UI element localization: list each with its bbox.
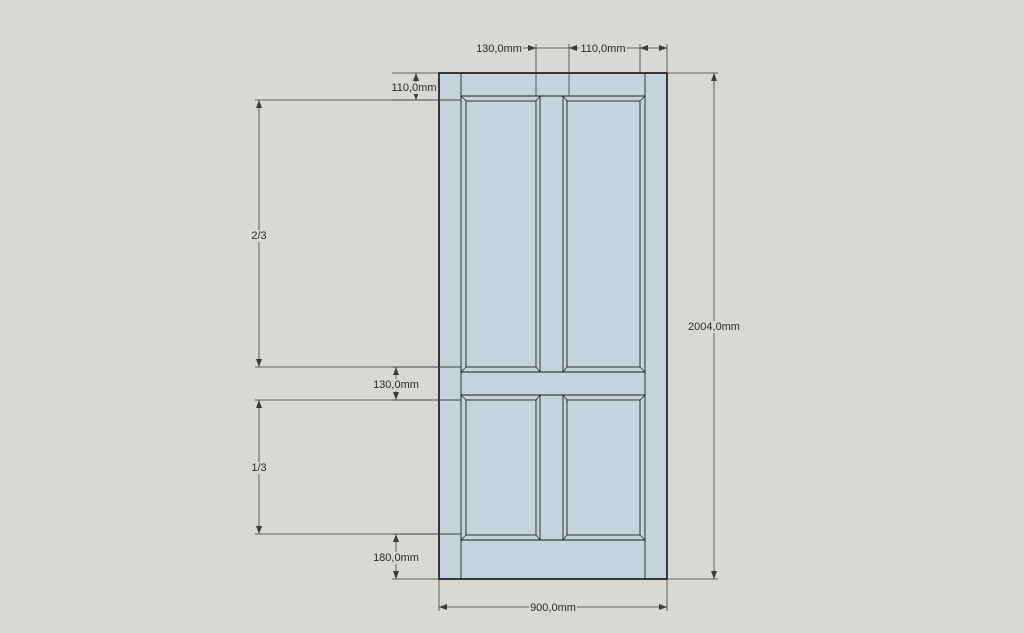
dim-lower-panel-label: 1/3 bbox=[251, 462, 266, 474]
dim-total-height: 2004,0mm bbox=[667, 72, 741, 580]
panel-upper-right bbox=[562, 95, 646, 373]
dim-bottom-rail: 180,0mm bbox=[372, 533, 461, 580]
dim-top-right-stile-label: 110,0mm bbox=[580, 43, 625, 55]
dim-total-width: 900,0mm bbox=[438, 579, 668, 614]
dim-top-muntin: 130,0mm bbox=[475, 43, 583, 96]
panel-lower-left bbox=[460, 394, 541, 541]
dim-top-rail-label: 110,0mm bbox=[391, 82, 436, 94]
dim-top-right-stile: 110,0mm bbox=[579, 43, 668, 73]
dim-total-height-label: 2004,0mm bbox=[688, 321, 740, 333]
dim-bottom-rail-label: 180,0mm bbox=[373, 552, 419, 564]
dim-lower-panel: 1/3 bbox=[250, 399, 461, 535]
door bbox=[438, 72, 668, 580]
panel-upper-left bbox=[460, 95, 541, 373]
dim-upper-panel-label: 2/3 bbox=[251, 230, 266, 242]
panel-lower-right bbox=[562, 394, 646, 541]
dim-total-width-label: 900,0mm bbox=[530, 602, 576, 614]
dim-middle-rail: 130,0mm bbox=[372, 366, 461, 401]
dim-middle-rail-label: 130,0mm bbox=[373, 379, 419, 391]
dim-top-muntin-label: 130,0mm bbox=[476, 43, 522, 55]
dim-upper-panel: 2/3 bbox=[250, 99, 461, 368]
